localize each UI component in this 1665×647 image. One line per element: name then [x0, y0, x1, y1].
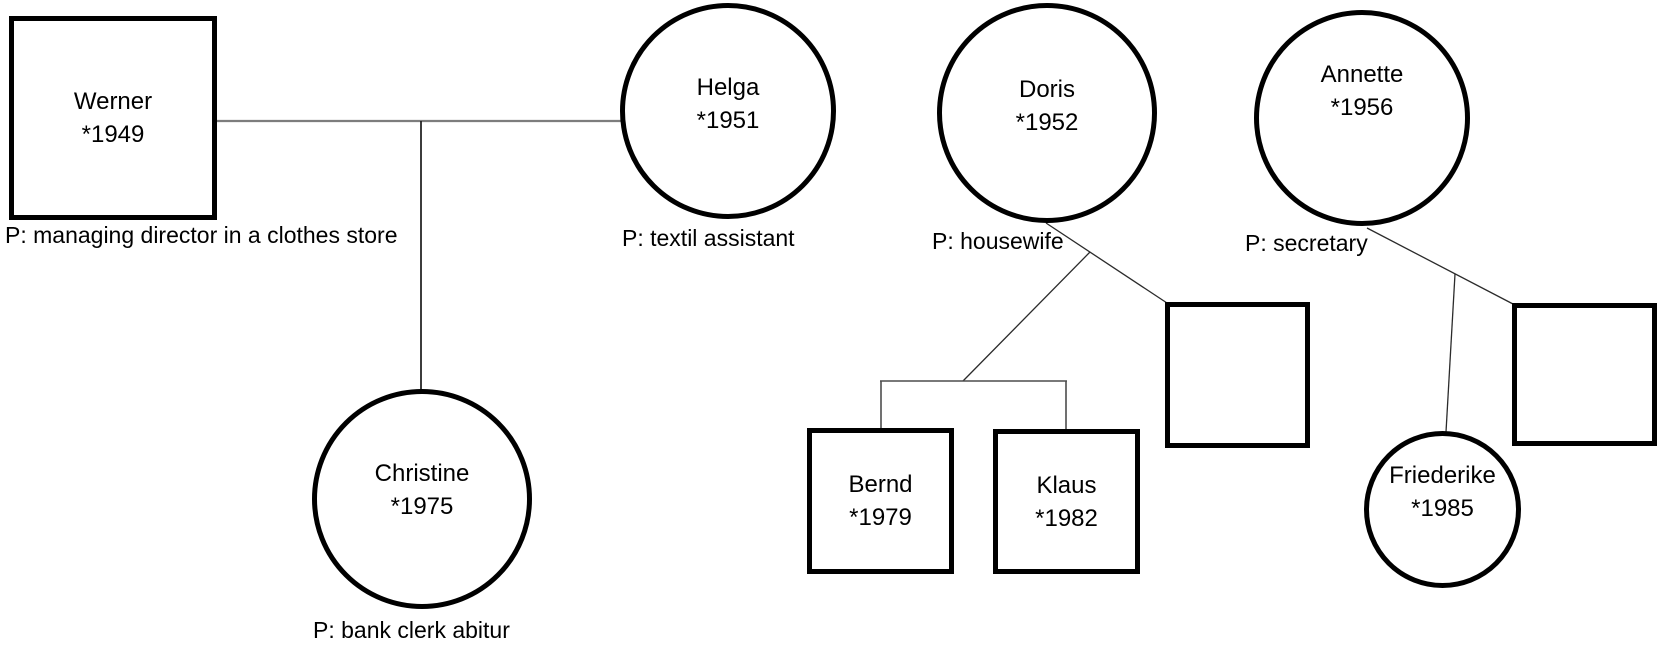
- person-birth-year: *1949: [81, 121, 145, 148]
- person-node-doris: Doris *1952: [937, 3, 1157, 223]
- person-birth-year: *1982: [1035, 504, 1098, 532]
- person-birth-year: *1975: [390, 493, 454, 520]
- person-node-annette: Annette *1956: [1254, 10, 1470, 226]
- profession-label-doris: P: housewife: [932, 228, 1064, 254]
- person-birth-year: *1979: [849, 504, 912, 531]
- union-line-doris-partner: [1045, 222, 1168, 304]
- person-label-klaus: Klaus *1982: [1035, 469, 1098, 535]
- person-label-werner: Werner *1949: [74, 85, 152, 151]
- person-birth-year: *1952: [1015, 109, 1079, 136]
- person-node-christine: Christine *1975: [312, 389, 532, 609]
- person-node-helga: Helga *1951: [620, 3, 836, 219]
- person-label-friederike: Friederike *1985: [1389, 459, 1496, 525]
- descent-line-friederike: [1445, 273, 1456, 433]
- person-name: Werner: [73, 88, 153, 115]
- person-label-helga: Helga *1951: [697, 71, 760, 137]
- person-label-christine: Christine *1975: [375, 457, 470, 523]
- person-label-doris: Doris *1952: [1016, 73, 1079, 139]
- profession-label-helga: P: textil assistant: [622, 225, 795, 251]
- person-birth-year: *1951: [696, 107, 760, 134]
- person-node-klaus: Klaus *1982: [993, 429, 1140, 574]
- person-name: Annette: [1320, 61, 1404, 88]
- person-label-bernd: Bernd *1979: [848, 468, 912, 534]
- person-name: Klaus: [1036, 471, 1097, 499]
- person-node-bernd: Bernd *1979: [807, 428, 954, 574]
- person-name: Helga: [696, 74, 760, 101]
- union-line-annette-partner: [1366, 227, 1514, 305]
- profession-label-werner: P: managing director in a clothes store: [5, 222, 398, 248]
- profession-label-annette: P: secretary: [1245, 230, 1368, 256]
- person-node-partner-of-doris: [1165, 302, 1310, 448]
- profession-label-christine: P: bank clerk abitur: [313, 617, 510, 643]
- person-birth-year: *1956: [1330, 94, 1394, 121]
- person-label-annette: Annette *1956: [1321, 58, 1404, 124]
- person-name: Friederike: [1389, 461, 1496, 489]
- person-node-werner: Werner *1949: [9, 16, 217, 220]
- descent-line-doris-children: [962, 251, 1091, 382]
- person-node-friederike: Friederike *1985: [1364, 431, 1521, 588]
- person-name: Bernd: [848, 471, 913, 498]
- person-birth-year: *1985: [1411, 494, 1474, 522]
- person-node-partner-of-annette: [1512, 303, 1657, 446]
- person-name: Doris: [1018, 76, 1075, 103]
- person-name: Christine: [374, 460, 470, 487]
